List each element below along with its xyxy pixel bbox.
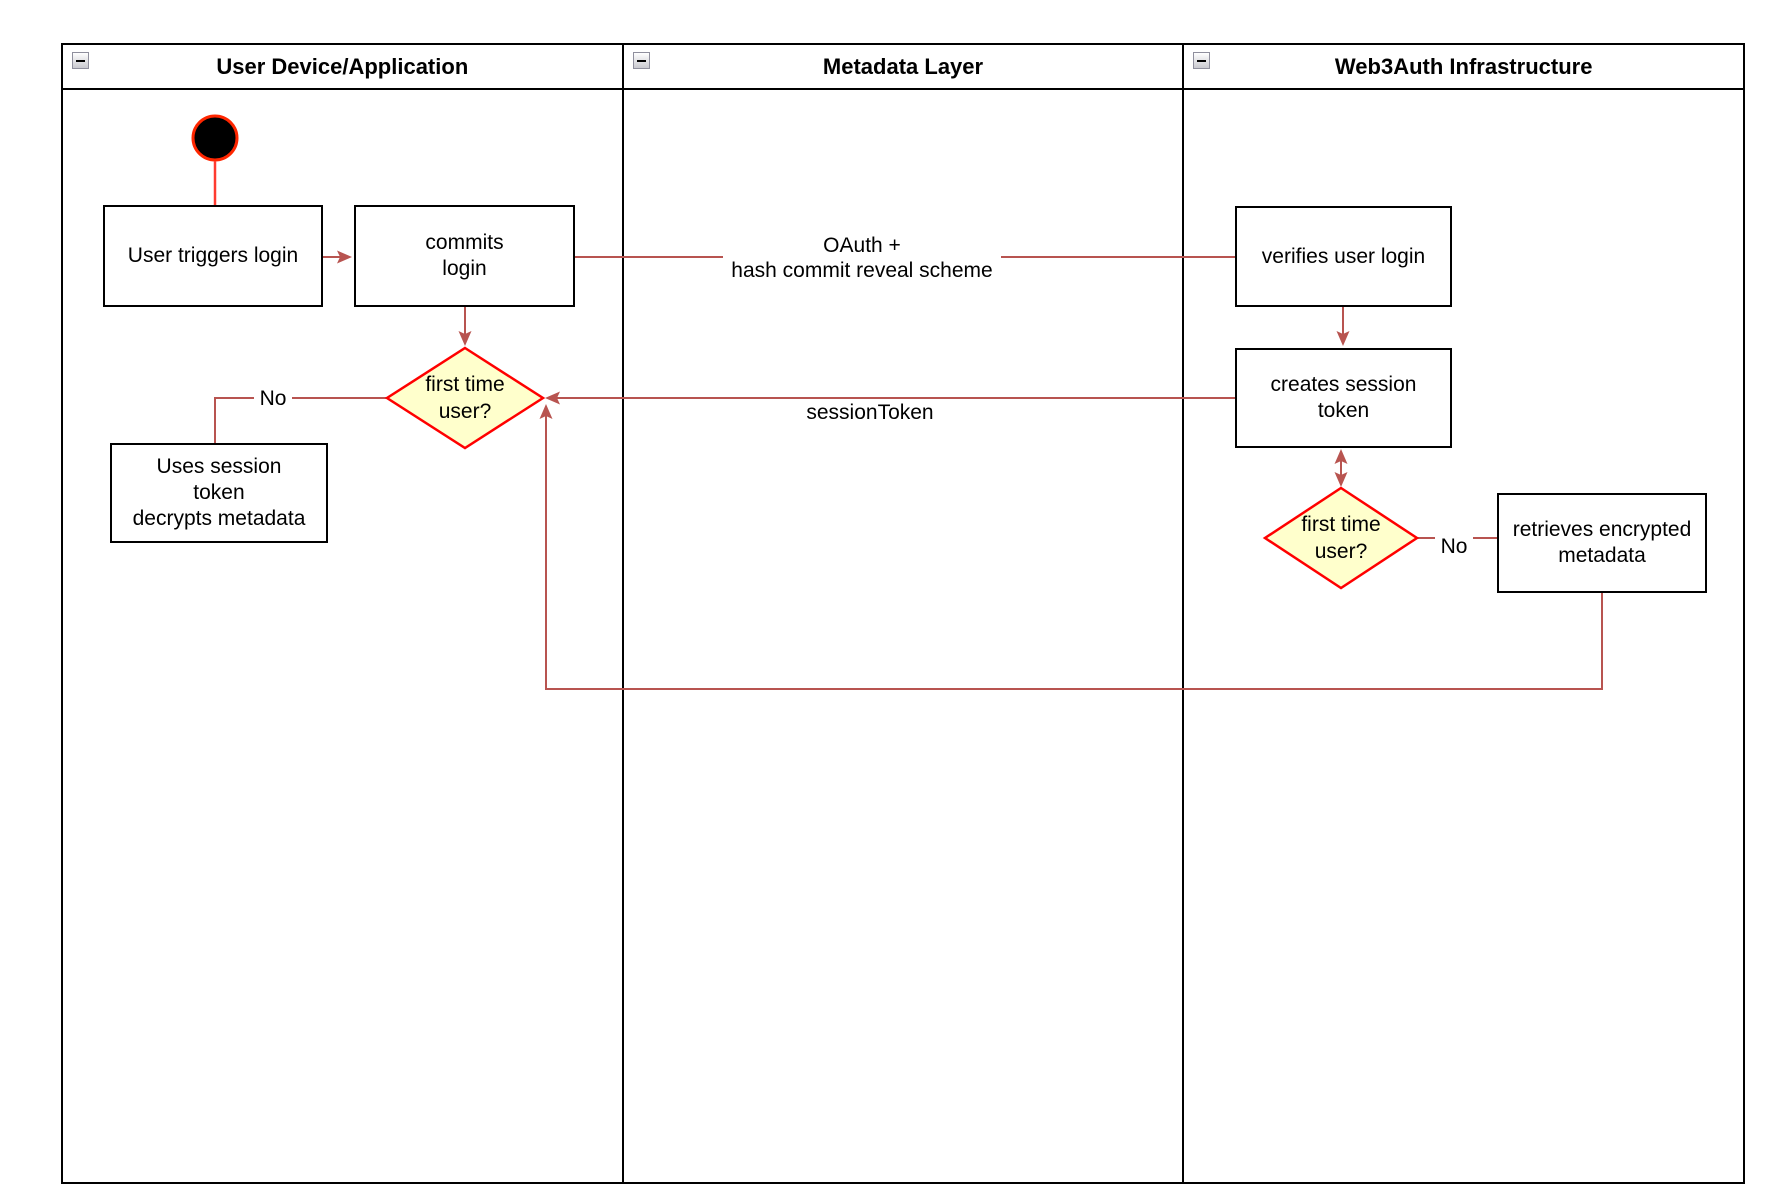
node-creates-session-token: creates session token xyxy=(1235,348,1452,448)
edge-label-no-infra: No xyxy=(1435,534,1473,559)
edge-label-oauth: OAuth + hash commit reveal scheme xyxy=(723,233,1001,283)
node-uses-session-token: Uses session token decrypts metadata xyxy=(110,443,328,543)
swimlane-user-device: User Device/Application xyxy=(63,45,622,1182)
lane-title-user-device: User Device/Application xyxy=(216,53,469,79)
lane-title-web3auth: Web3Auth Infrastructure xyxy=(1334,53,1593,79)
swimlane-metadata-layer: Metadata Layer xyxy=(621,45,1183,1182)
lane-collapse-button[interactable] xyxy=(72,52,89,69)
swimlane-pool: User Device/Application Metadata Layer W… xyxy=(61,43,1745,1184)
minus-icon xyxy=(76,59,85,62)
node-user-triggers-login: User triggers login xyxy=(103,205,323,307)
decision-label-first-time-device: first time user? xyxy=(425,373,505,423)
lane-title-metadata-layer: Metadata Layer xyxy=(822,53,984,79)
minus-icon xyxy=(1197,59,1207,62)
lane-header-web3auth: Web3Auth Infrastructure xyxy=(1184,45,1744,90)
edge-label-sessiontoken: sessionToken xyxy=(795,399,945,426)
minus-icon xyxy=(636,59,646,62)
node-commits-login: commits login xyxy=(354,205,575,307)
node-verifies-user-login: verifies user login xyxy=(1235,206,1452,307)
edge-label-no-device: No xyxy=(254,386,292,411)
lane-collapse-button[interactable] xyxy=(1193,52,1211,69)
lane-header-metadata-layer: Metadata Layer xyxy=(623,45,1183,90)
node-retrieves-encrypted-metadata: retrieves encrypted metadata xyxy=(1497,493,1707,593)
lane-collapse-button[interactable] xyxy=(632,52,650,69)
decision-label-first-time-infra: first time user? xyxy=(1301,513,1381,563)
lane-header-user-device: User Device/Application xyxy=(63,45,622,90)
